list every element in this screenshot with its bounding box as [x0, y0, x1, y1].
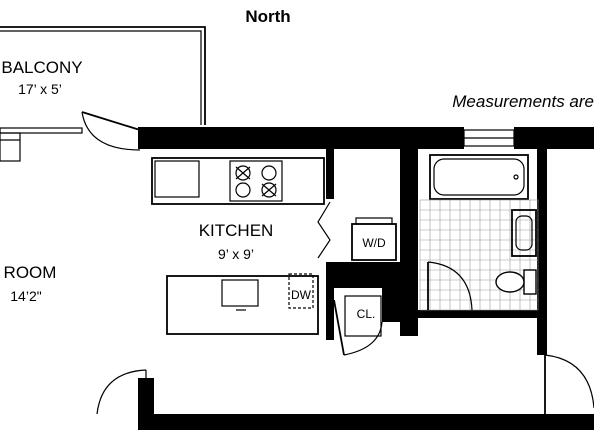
entry-door	[96, 369, 147, 415]
kitchen-dims: 9’ x 9’	[218, 246, 254, 262]
dishwasher-label: DW	[291, 288, 312, 302]
closet-label: CL.	[357, 307, 376, 321]
living-room-dims: 14’2"	[10, 288, 41, 304]
measurements-note: Measurements are	[452, 92, 594, 111]
balcony-door	[81, 111, 141, 151]
kitchen-counter	[151, 157, 325, 205]
interior-walls	[326, 149, 547, 355]
kitchen-name: KITCHEN	[199, 221, 274, 240]
washer-dryer-label: W/D	[362, 236, 386, 250]
washer-dryer-unit	[351, 217, 397, 261]
closet-door	[333, 295, 383, 356]
bathroom-door	[427, 261, 473, 311]
balcony-outline	[0, 26, 206, 162]
compass-north-label: North	[245, 7, 290, 26]
balcony-name: BALCONY	[1, 58, 82, 77]
balcony-dims: 17’ x 5’	[18, 81, 62, 97]
bedroom-door	[544, 354, 594, 414]
tile-floor	[419, 199, 539, 311]
laundry-door	[317, 201, 331, 259]
toilet	[495, 269, 537, 295]
living-room-name: ROOM	[4, 263, 57, 282]
bathroom	[419, 154, 539, 311]
kitchen-island	[166, 273, 319, 335]
